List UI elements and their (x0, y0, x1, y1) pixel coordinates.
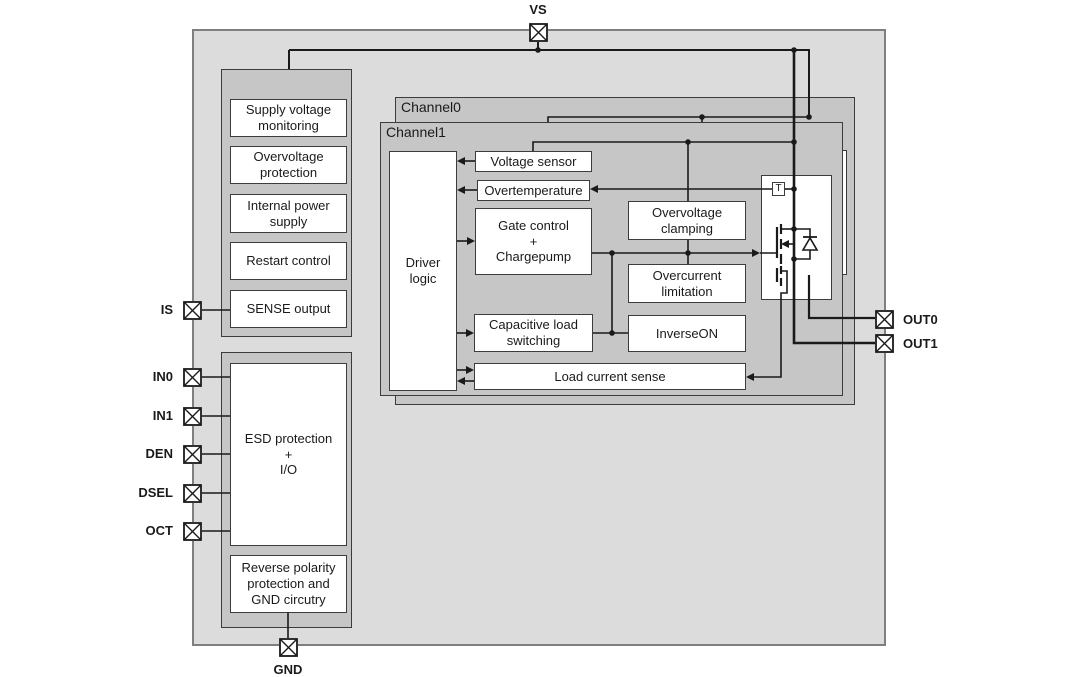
pin-out1-icon (875, 334, 894, 353)
pin-label-den: DEN (145, 446, 173, 461)
pin-out0-icon (875, 310, 894, 329)
pin-label-in1: IN1 (152, 408, 173, 423)
pin-in1-icon (182, 406, 202, 426)
block-load-current-sense: Load current sense (474, 363, 746, 390)
block-overcurrent-limitation: Overcurrent limitation (628, 264, 746, 303)
pin-label-is: IS (160, 302, 173, 317)
block-overvoltage-protection: Overvoltage protection (230, 146, 347, 184)
block-reverse-polarity: Reverse polarity protection and GND circ… (230, 555, 347, 613)
block-voltage-sensor: Voltage sensor (475, 151, 592, 172)
pin-gnd-icon (278, 638, 298, 657)
block-esd-protection: ESD protection + I/O (230, 363, 347, 546)
block-overvoltage-clamping: Overvoltage clamping (628, 201, 746, 240)
block-restart-control: Restart control (230, 242, 347, 280)
pin-is-icon (182, 300, 202, 320)
pin-label-vs: VS (529, 2, 547, 17)
pin-label-out0: OUT0 (903, 312, 938, 327)
pin-in0-icon (182, 367, 202, 387)
block-driver-logic: Driver logic (389, 151, 457, 391)
block-inverse-on: InverseON (628, 315, 746, 352)
pin-den-icon (182, 444, 202, 464)
pin-oct-icon (182, 521, 202, 541)
pin-label-gnd: GND (273, 662, 303, 677)
block-capacitive-load-switching: Capacitive load switching (474, 314, 593, 352)
block-overtemperature: Overtemperature (477, 180, 590, 201)
pin-label-dsel: DSEL (138, 485, 173, 500)
block-supply-voltage-monitoring: Supply voltage monitoring (230, 99, 347, 137)
pin-label-in0: IN0 (152, 369, 173, 384)
block-internal-power-supply: Internal power supply (230, 194, 347, 233)
pin-dsel-icon (182, 483, 202, 503)
block-gate-control: Gate control + Chargepump (475, 208, 592, 275)
channel0-label: Channel0 (401, 99, 461, 115)
pin-label-out1: OUT1 (903, 336, 938, 351)
channel1-label: Channel1 (386, 124, 446, 140)
pin-label-oct: OCT (145, 523, 173, 538)
pin-vs-icon (528, 23, 548, 42)
temperature-sensor-box: T (772, 182, 785, 196)
block-sense-output: SENSE output (230, 290, 347, 328)
